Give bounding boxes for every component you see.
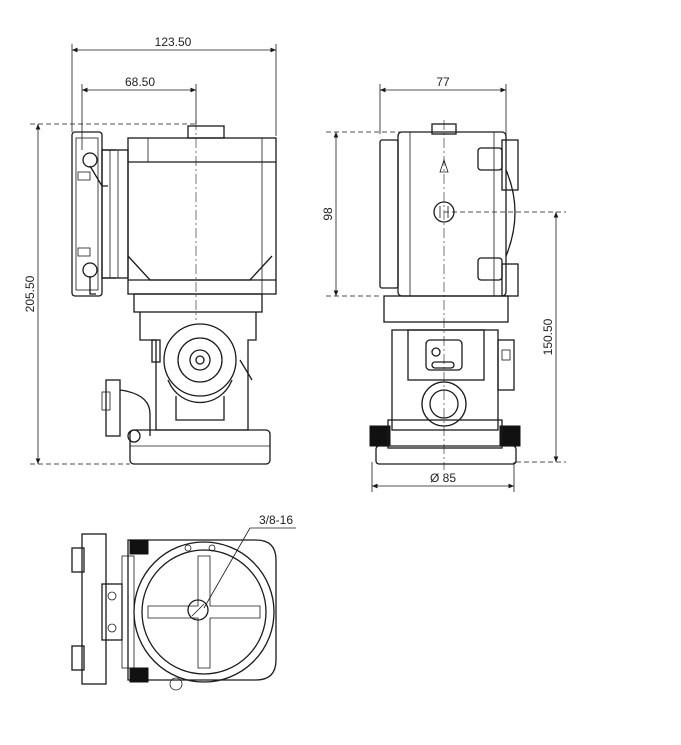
front-height-dimension: 205.50	[23, 123, 196, 465]
side-upper-height-label: 98	[321, 207, 335, 221]
side-view: 77 98 150.50 Ø 85	[321, 75, 566, 492]
base-plate	[129, 429, 271, 465]
front-view: 123.50 68.50 205.50	[23, 35, 277, 465]
side-upper-height-dimension: 98	[321, 131, 440, 297]
side-width-label: 77	[436, 75, 450, 89]
base-diameter-dimension: Ø 85	[371, 462, 515, 492]
front-width-dimension: 123.50	[71, 35, 277, 136]
thread-label: 3/8-16	[259, 513, 293, 527]
side-base	[369, 419, 521, 465]
side-lower-height-dimension: 150.50	[444, 211, 566, 463]
side-width-dimension: 77	[379, 75, 507, 144]
ball-head	[101, 293, 263, 443]
thread-callout: 3/8-16	[203, 513, 296, 609]
front-height-label: 205.50	[23, 275, 37, 312]
main-body	[127, 120, 277, 320]
side-lower-height-label: 150.50	[541, 318, 555, 355]
bottom-view: 3/8-16	[71, 513, 296, 691]
front-offset-dimension: 68.50	[81, 75, 197, 150]
base-diameter-label: Ø 85	[430, 471, 456, 485]
front-width-label: 123.50	[155, 35, 192, 49]
front-offset-label: 68.50	[125, 75, 155, 89]
side-ball-head	[383, 295, 515, 431]
clamp-plate	[71, 131, 129, 297]
